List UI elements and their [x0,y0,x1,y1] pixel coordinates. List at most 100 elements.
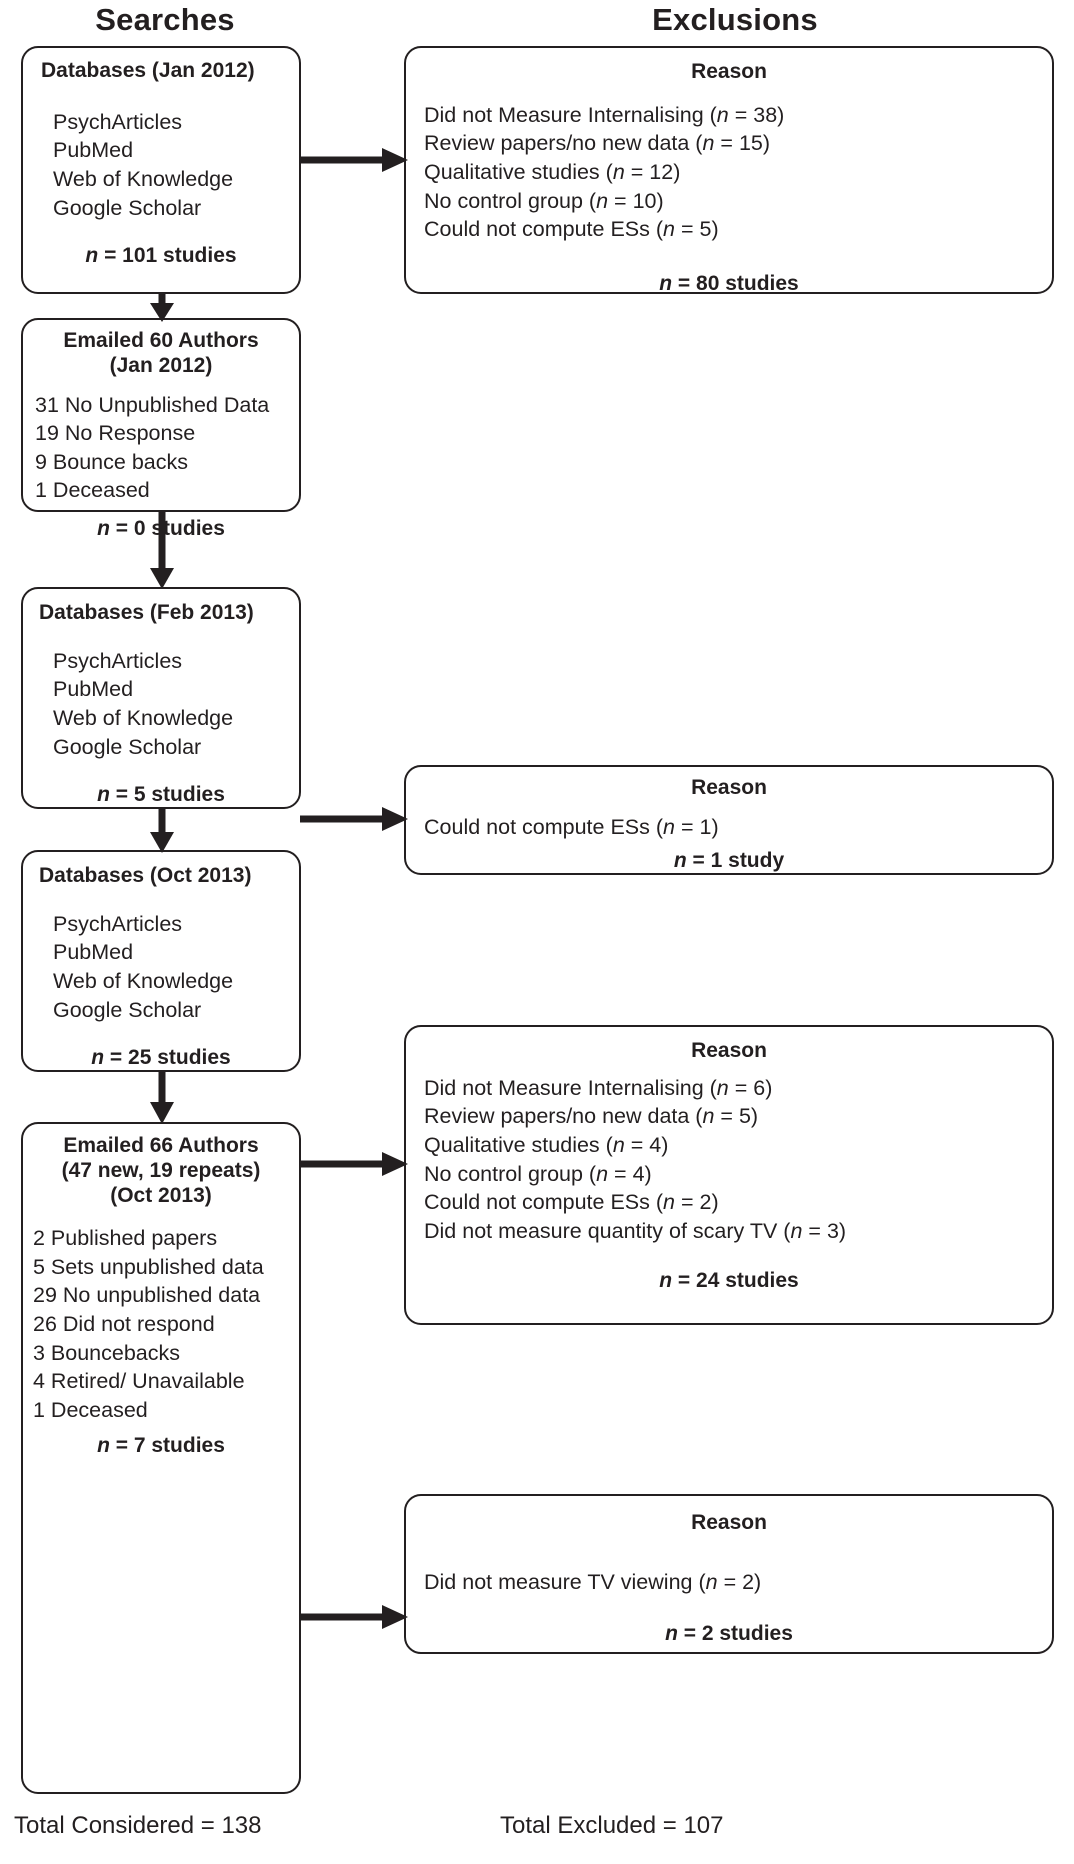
list-item: No control group (n = 10) [424,188,664,213]
list-item: Web of Knowledge [53,166,234,191]
n-value: = 7 studies [109,1434,225,1458]
node-total: n = 101 studies [23,244,299,268]
list-item: Google Scholar [53,734,202,759]
node-heading: Databases (Oct 2013) [39,864,252,887]
node-heading-line1: Emailed 66 Authors [63,1134,259,1157]
list-item: Did not measure TV viewing (n = 2) [424,1569,762,1594]
node-total: n = 25 studies [23,1046,299,1070]
node-body: Did not Measure Internalising (n = 38) R… [424,101,1052,244]
n-symbol: n [97,783,110,807]
node-total: n = 7 studies [23,1434,299,1458]
list-item: Could not compute ESs (n = 1) [424,814,719,839]
node-heading-line3: (Oct 2013) [110,1183,212,1207]
n-value: = 1 study [686,849,785,873]
node-total: n = 80 studies [406,272,1052,296]
node-heading-line2: (Jan 2012) [109,353,213,377]
node-heading: Emailed 60 Authors (Jan 2012) [23,329,299,379]
n-value: = 24 studies [672,1269,799,1293]
arrow-email2012-to-db2013feb [147,510,177,589]
node-total: n = 2 studies [406,1622,1052,1646]
column-title-searches: Searches [95,2,235,37]
n-symbol: n [97,1434,110,1458]
node-databases-jan-2012[interactable]: Databases (Jan 2012) PsychArticles PubMe… [21,46,301,294]
arrow-db2013feb-to-db2013oct [147,807,177,853]
list-item: PubMed [53,138,134,163]
list-item: Google Scholar [53,195,202,220]
node-heading: Emailed 66 Authors (47 new, 19 repeats) … [23,1134,299,1208]
list-item: PsychArticles [53,911,183,936]
node-heading: Reason [691,776,767,799]
list-item: Could not compute ESs (n = 5) [424,217,719,242]
node-body: 31 No Unpublished Data 19 No Response 9 … [35,391,299,505]
arrow-email2013-to-excl4 [300,1603,410,1631]
n-value: = 0 studies [109,516,225,540]
list-item: Did not measure quantity of scary TV (n … [424,1218,847,1243]
list-item: Qualitative studies (n = 12) [424,159,681,184]
list-item: 29 No unpublished data [33,1283,261,1308]
node-emailed-66-authors[interactable]: Emailed 66 Authors (47 new, 19 repeats) … [21,1122,301,1794]
arrow-db2013oct-to-excl3 [300,1150,410,1178]
node-body: PsychArticles PubMed Web of Knowledge Go… [23,910,299,1024]
node-exclusion-reason-2[interactable]: Reason Could not compute ESs (n = 1) n =… [404,765,1054,875]
node-heading-line1: Emailed 60 Authors [63,329,259,352]
node-body: Did not Measure Internalising (n = 6) Re… [424,1074,1052,1246]
list-item: Review papers/no new data (n = 5) [424,1104,759,1129]
list-item: 19 No Response [35,421,196,446]
node-heading: Reason [691,1039,767,1062]
list-item: 3 Bouncebacks [33,1340,181,1365]
list-item: Could not compute ESs (n = 2) [424,1190,719,1215]
node-heading: Reason [691,60,767,83]
list-item: Google Scholar [53,997,202,1022]
n-symbol: n [659,271,673,295]
total-excluded-label: Total Excluded = 107 [500,1812,724,1839]
n-symbol: n [665,1622,678,1646]
list-item: Web of Knowledge [53,968,234,993]
arrow-db2013oct-to-email2013 [147,1070,177,1124]
list-item: 9 Bounce backs [35,449,188,474]
n-symbol: n [659,1269,673,1293]
node-heading: Databases (Jan 2012) [41,59,255,82]
n-symbol: n [97,516,110,540]
list-item: Did not Measure Internalising (n = 38) [424,102,785,127]
list-item: PsychArticles [53,648,183,673]
list-item: 5 Sets unpublished data [33,1254,264,1279]
node-exclusion-reason-4[interactable]: Reason Did not measure TV viewing (n = 2… [404,1494,1054,1654]
node-body: PsychArticles PubMed Web of Knowledge Go… [23,647,299,761]
arrow-db2013feb-to-excl2 [300,805,410,833]
node-body: 2 Published papers 5 Sets unpublished da… [33,1224,299,1424]
list-item: PubMed [53,940,134,965]
n-symbol: n [673,849,687,873]
node-total: n = 5 studies [23,783,299,807]
node-exclusion-reason-1[interactable]: Reason Did not Measure Internalising (n … [404,46,1054,296]
node-body: Did not measure TV viewing (n = 2) [424,1568,1052,1597]
node-body: Could not compute ESs (n = 1) [424,813,1052,842]
column-title-exclusions: Exclusions [652,2,818,37]
list-item: Did not Measure Internalising (n = 6) [424,1075,773,1100]
list-item: 2 Published papers [33,1226,218,1251]
list-item: PsychArticles [53,109,183,134]
node-databases-feb-2013[interactable]: Databases (Feb 2013) PsychArticles PubMe… [21,587,301,809]
arrow-db2012-to-excl1 [300,146,410,174]
node-emailed-60-authors[interactable]: Emailed 60 Authors (Jan 2012) 31 No Unpu… [21,318,301,540]
list-item: Web of Knowledge [53,705,234,730]
node-total: n = 1 study [406,849,1052,873]
n-symbol: n [91,1046,105,1070]
list-item: 26 Did not respond [33,1312,215,1337]
arrow-db2012-to-email2012 [147,292,177,322]
node-exclusion-reason-3[interactable]: Reason Did not Measure Internalising (n … [404,1025,1054,1325]
node-databases-oct-2013[interactable]: Databases (Oct 2013) PsychArticles PubMe… [21,850,301,1072]
node-total: n = 0 studies [23,517,299,541]
list-item: Review papers/no new data (n = 15) [424,131,771,156]
n-value: = 5 studies [109,783,225,807]
node-heading-line2: (47 new, 19 repeats) [61,1158,261,1182]
n-value: = 2 studies [677,1622,793,1646]
list-item: 1 Deceased [33,1397,148,1422]
list-item: No control group (n = 4) [424,1161,652,1186]
list-item: 1 Deceased [35,478,150,503]
list-item: 4 Retired/ Unavailable [33,1369,245,1394]
node-heading: Databases (Feb 2013) [39,601,254,624]
n-symbol: n [85,244,99,268]
list-item: PubMed [53,677,134,702]
total-considered-label: Total Considered = 138 [14,1812,262,1839]
